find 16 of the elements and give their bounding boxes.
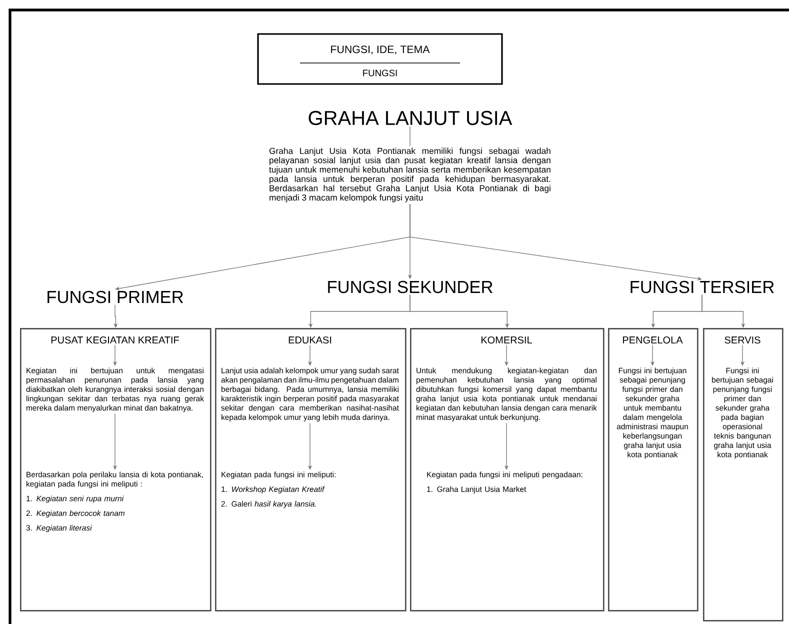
box-heading: KOMERSIL [481,336,532,344]
function-box [20,328,212,612]
box-heading: PUSAT KEGIATAN KREATIF [51,336,179,344]
function-box [608,328,698,612]
header-box: FUNGSI, IDE, TEMA FUNGSI [257,33,503,85]
function-box [215,328,406,612]
section-heading: FUNGSI TERSIER [630,280,774,294]
function-box [703,328,784,622]
description-text: Graha Lanjut Usia Kota Pontianak memiliki fungsi sebagai wadah pelayanan sosial lanjut usia dan pusat kegiatan kreatif lansia dengan tujuan untuk memenuhi kebutuhan lansia serta memberikan kesempatan pada lansia untuk berperan positif pada kehidupan bermasyarakat. Berdasarkan hal tersebut Graha Lanjut Usia Kota Pontianak di bagi menjadi 3 macam kelompok fungsi yaitu [269,148,550,202]
box-heading: PENGELOLA [623,336,683,344]
title-text: GRAHA LANJUT USIA [308,110,512,126]
function-box [410,328,604,612]
section-heading: FUNGSI PRIMER [48,290,184,304]
section-heading: FUNGSI SEKUNDER [328,280,492,294]
box-heading: SERVIS [724,336,760,344]
box-heading: EDUKASI [288,336,332,344]
